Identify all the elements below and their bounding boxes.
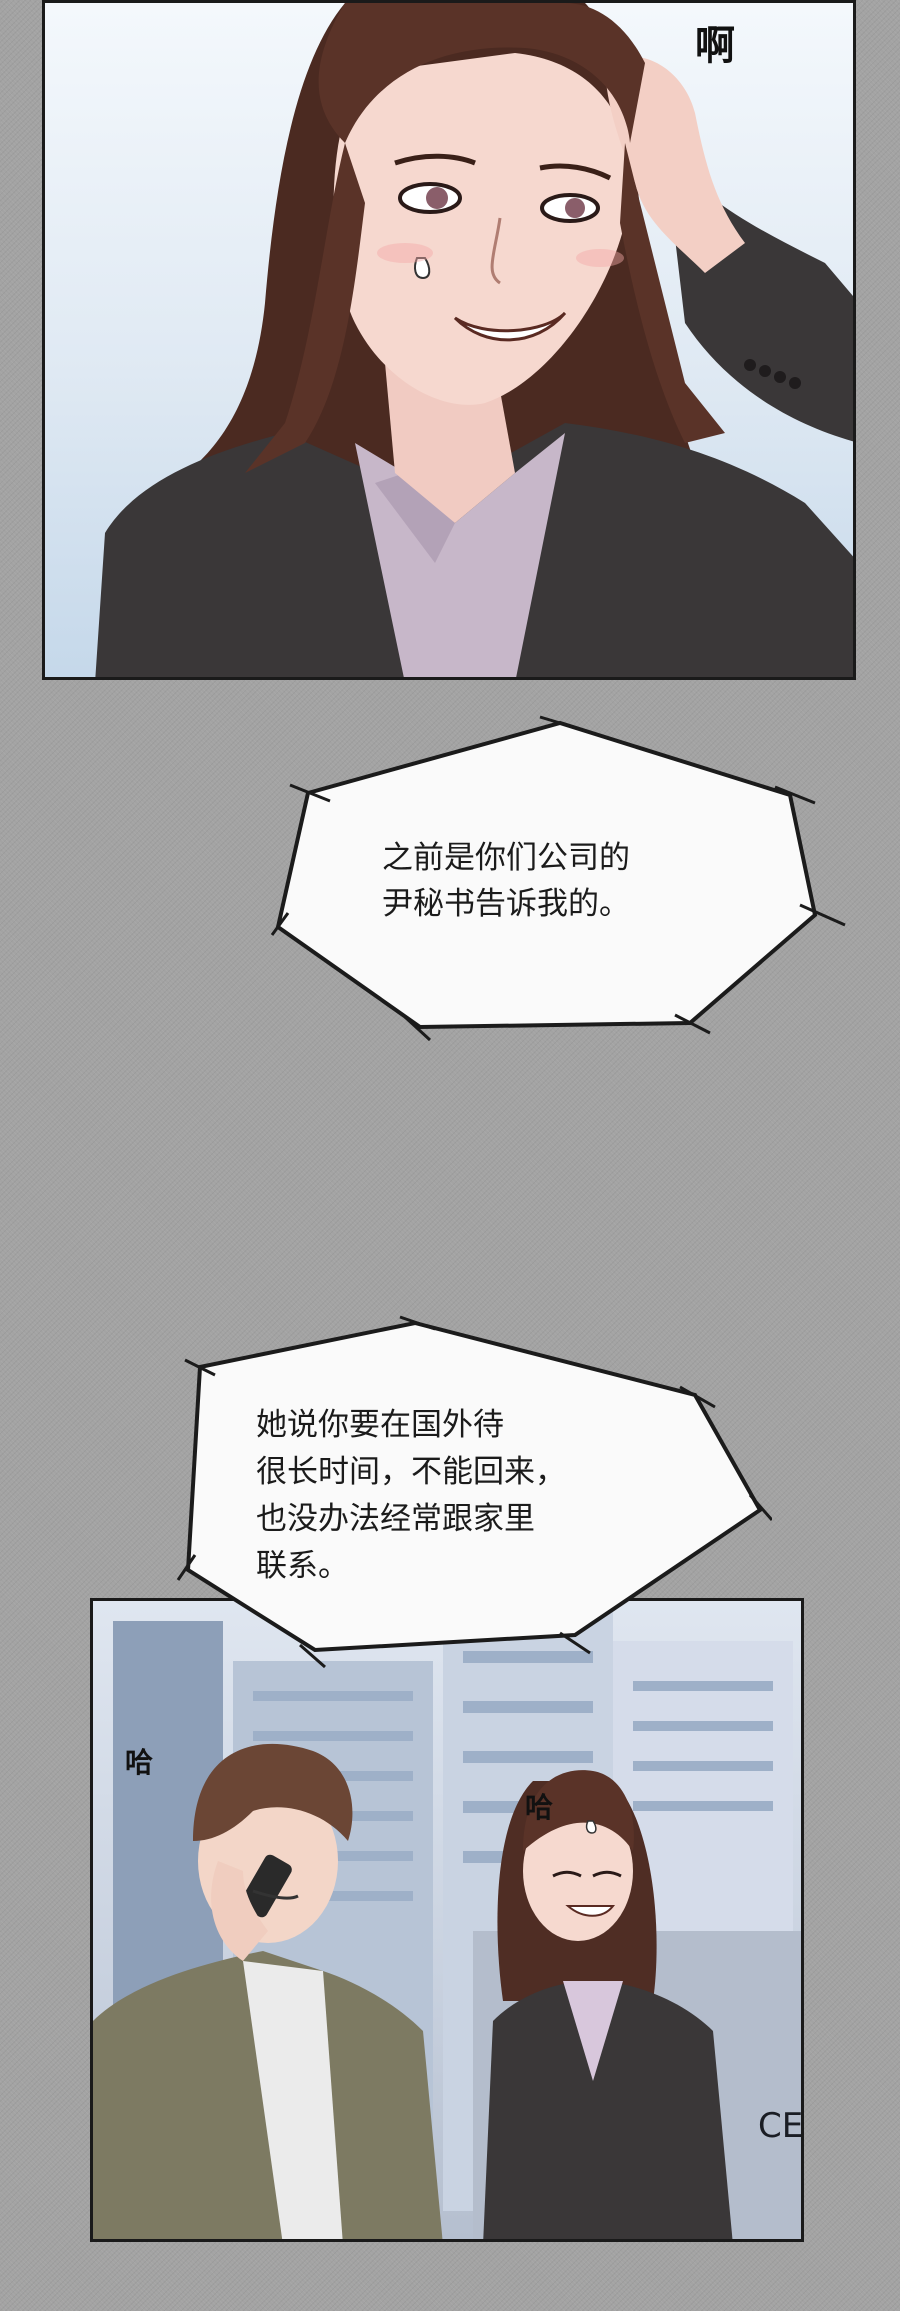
bubble-text: 她说你要在国外待 很长时间，不能回来， 也没办法经常跟家里 联系。: [256, 1402, 566, 1590]
sound-effect-right: 哈: [525, 1791, 554, 1824]
bubble-line: 也没办法经常跟家里: [256, 1501, 535, 1537]
sound-effect-text: 啊: [695, 23, 735, 69]
comic-panel-top: 啊: [42, 0, 856, 680]
woman-portrait-illustration: [95, 3, 853, 677]
bubble-line: 她说你要在国外待: [256, 1407, 504, 1443]
speech-bubble-shape: [176, 1315, 772, 1669]
speech-bubble: 之前是你们公司的 尹秘书告诉我的。: [270, 715, 850, 1055]
speech-bubble-shape: [270, 715, 846, 1042]
bubble-line: 之前是你们公司的: [382, 840, 630, 876]
street-scene-illustration: [93, 1611, 801, 2239]
comic-panel-bottom: 哈 哈 CE: [90, 1598, 804, 2242]
bubble-line: 很长时间，不能回来，: [256, 1454, 566, 1490]
building-sign-text: CE: [758, 2106, 804, 2146]
bubble-line: 尹秘书告诉我的。: [382, 886, 630, 922]
sound-effect-left: 哈: [125, 1746, 154, 1779]
bubble-line: 联系。: [256, 1548, 349, 1584]
bubble-text: 之前是你们公司的 尹秘书告诉我的。: [382, 835, 630, 927]
speech-bubble: 她说你要在国外待 很长时间，不能回来， 也没办法经常跟家里 联系。: [160, 1315, 772, 1675]
